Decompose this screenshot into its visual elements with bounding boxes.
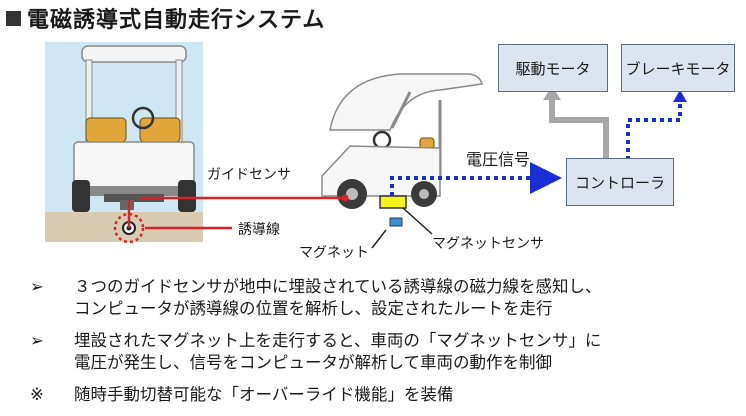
title-square-icon — [6, 11, 21, 26]
brake-motor-label: ブレーキモータ — [625, 59, 731, 78]
note-mark-icon: ※ — [30, 385, 44, 404]
drive-motor-label: 駆動モータ — [515, 59, 591, 78]
magnet-sensor-block — [379, 195, 407, 209]
bullet-text: 電圧が発生し、信号をコンピュータが解析して車両の動作を制御 — [74, 353, 553, 372]
voltage-signal-label: 電圧信号 — [466, 150, 531, 169]
brake-motor-box: ブレーキモータ — [621, 44, 735, 92]
cart-front-view — [45, 42, 203, 242]
page-title: 電磁誘導式自動走行システム — [6, 2, 325, 34]
voltage-signal-arrow — [390, 162, 562, 196]
controller-label: コントローラ — [574, 173, 665, 192]
cart-side-view — [321, 73, 483, 209]
drive-motor-arrow — [549, 96, 609, 160]
magnet-sensor-label: マグネットセンサ — [432, 236, 544, 252]
bullet-text: 随時手動切替可能な「オーバーライド機能」を装備 — [74, 385, 454, 404]
page-title-text: 電磁誘導式自動走行システム — [27, 8, 326, 33]
magnet-label: マグネット — [299, 245, 369, 261]
brake-motor-arrow — [626, 100, 682, 160]
magnet-block — [389, 217, 403, 227]
bullet-text: 埋設されたマグネット上を走行すると、車両の「マグネットセンサ」に — [74, 331, 602, 350]
drive-motor-box: 駆動モータ — [498, 44, 608, 92]
bullet-arrow-icon: ➢ — [30, 277, 44, 296]
induction-wire-label: 誘導線 — [238, 222, 280, 238]
bullet-text: ３つのガイドセンサが地中に埋設されている誘導線の磁力線を感知し、 — [74, 277, 602, 296]
bullet-text: コンピュータが誘導線の位置を解析し、設定されたルートを走行 — [74, 299, 553, 318]
guide-sensor-label: ガイドセンサ — [207, 167, 291, 183]
bullet-arrow-icon: ➢ — [30, 331, 44, 350]
controller-box: コントローラ — [566, 158, 674, 206]
